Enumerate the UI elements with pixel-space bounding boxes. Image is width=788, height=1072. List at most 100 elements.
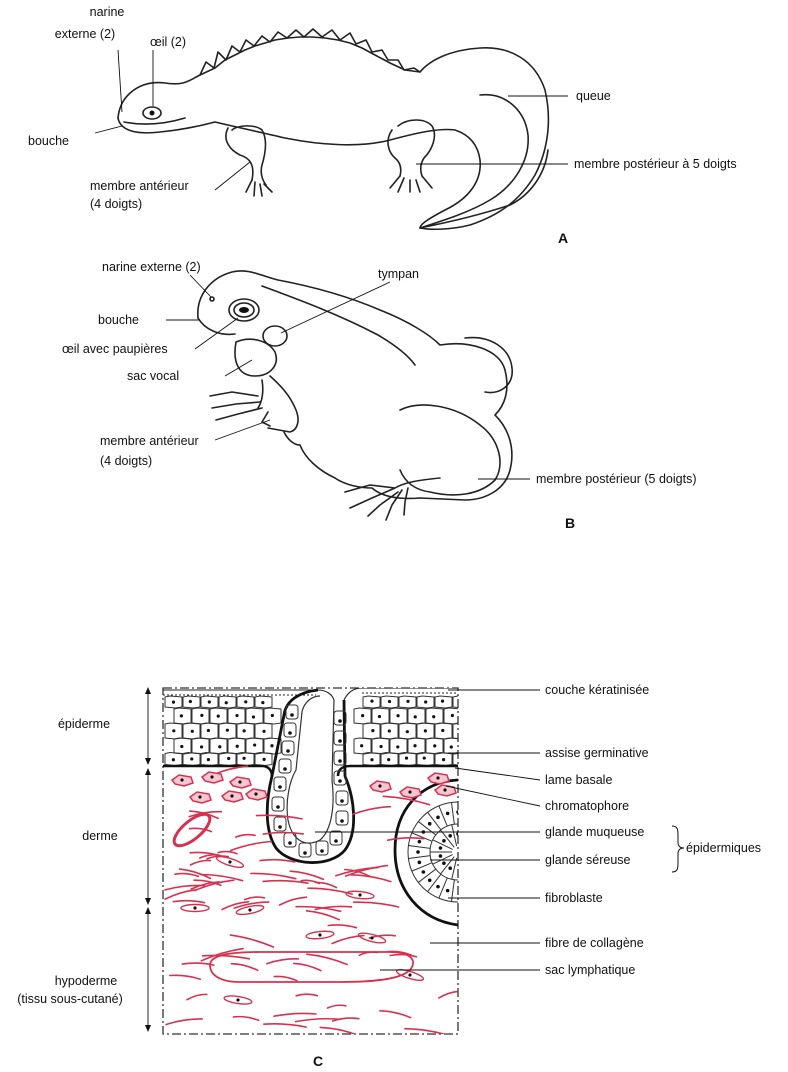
cell-nucleus (190, 757, 193, 760)
label-a-bouche: bouche (28, 134, 69, 148)
label-a-ant-1: membre antérieur (90, 179, 189, 193)
collagen-fiber (351, 875, 391, 882)
mucous-cell (274, 777, 286, 791)
mucous-cell (316, 841, 328, 855)
fibroblast (306, 930, 335, 940)
leader-c-chromato (446, 786, 540, 806)
cell-nucleus (236, 745, 239, 748)
panel-b-frog: narine externe (2) tympan bouche œil ave… (62, 260, 696, 531)
collagen-fiber (294, 963, 321, 970)
cell-nucleus (270, 744, 273, 747)
collagen-fiber (234, 1017, 259, 1021)
label-a-post: membre postérieur à 5 doigts (574, 157, 737, 171)
serous-cell-wall (412, 833, 432, 841)
newt-pupil (150, 111, 155, 116)
mucous-cell (336, 791, 348, 805)
collagen-fiber (165, 890, 195, 899)
label-c-epiderme: épiderme (58, 717, 110, 731)
mucous-gland-wall (267, 690, 353, 863)
collagen-fiber (173, 901, 204, 903)
keratin-layer-inner (163, 693, 458, 695)
cell-nucleus (172, 729, 175, 732)
cell-nucleus (428, 878, 432, 882)
cell-nucleus (252, 715, 255, 718)
label-a-narine-2: externe (2) (55, 27, 115, 41)
cell-nucleus (396, 745, 399, 748)
label-a-queue: queue (576, 89, 611, 103)
mucous-cell (299, 843, 311, 857)
panel-a-newt: narine externe (2) œil (2) bouche queue … (28, 5, 737, 246)
cell-nucleus (338, 759, 342, 763)
cell-nucleus (387, 758, 390, 761)
leader-c-lame (455, 768, 540, 780)
frog-nostril (210, 297, 214, 301)
serous-cell-wall (452, 825, 457, 846)
collagen-fiber (274, 1013, 316, 1016)
cell-nucleus (422, 870, 426, 874)
serous-cell-wall (408, 856, 430, 859)
label-b-sac: sac vocal (127, 369, 179, 383)
cell-nucleus (254, 792, 257, 795)
label-c-fibro: fibroblaste (545, 891, 603, 905)
panel-c-skin-section: épiderme derme hypoderme (tissu sous-cut… (17, 683, 761, 1069)
cell-nucleus (443, 788, 446, 791)
cell-nucleus (433, 744, 436, 747)
cell-nucleus (208, 700, 211, 703)
cell-nucleus (263, 758, 266, 761)
cell-nucleus (200, 745, 203, 748)
collagen-fiber (380, 1011, 411, 1018)
cell-nucleus (193, 906, 196, 909)
mucous-cell (284, 723, 296, 737)
newt-hind-limb (388, 120, 434, 176)
cell-nucleus (225, 701, 228, 704)
cell-nucleus (456, 810, 460, 814)
label-c-epidermiques: épidermiques (686, 841, 761, 855)
collagen-fiber (280, 897, 307, 905)
newt-crest (200, 29, 420, 75)
leader-b-ant (215, 420, 270, 440)
cell-nucleus (360, 744, 363, 747)
cell-nucleus (442, 758, 445, 761)
cell-nucleus (408, 790, 411, 793)
tissue-content (163, 688, 508, 1035)
frog-pupil (239, 307, 249, 313)
label-a-narine-1: narine (90, 5, 125, 19)
collagen-fiber (388, 838, 424, 840)
newt-belly-outline (118, 118, 480, 228)
collagen-fiber (218, 852, 237, 854)
cell-nucleus (436, 816, 440, 820)
cell-nucleus (226, 729, 229, 732)
collagen-fiber (383, 796, 429, 804)
panel-letter-a: A (558, 230, 568, 246)
collagen-fiber (245, 897, 265, 899)
cell-nucleus (448, 866, 452, 870)
label-c-hypoderme-2: (tissu sous-cutané) (17, 992, 123, 1006)
cell-nucleus (191, 730, 194, 733)
cell-nucleus (442, 861, 446, 865)
collagen-fiber (231, 964, 257, 971)
mucous-cell (279, 759, 291, 773)
label-c-sereuse: glande séreuse (545, 853, 631, 867)
cell-nucleus (378, 715, 381, 718)
label-b-tympan: tympan (378, 267, 419, 281)
cell-nucleus (243, 729, 246, 732)
frog-body-outline (198, 271, 512, 500)
cell-nucleus (388, 729, 391, 732)
cell-nucleus (418, 840, 422, 844)
newt-hind-toes (390, 176, 432, 192)
cell-nucleus (283, 767, 287, 771)
serous-cell-wall (412, 863, 432, 871)
label-b-ant-2: (4 doigts) (100, 454, 152, 468)
label-c-lame: lame basale (545, 773, 612, 787)
cell-nucleus (261, 701, 264, 704)
cell-nucleus (358, 893, 362, 897)
cell-nucleus (217, 715, 220, 718)
cell-nucleus (428, 822, 432, 826)
cell-nucleus (405, 756, 408, 759)
panel-c-leader-lines (315, 690, 540, 970)
fibroblast (216, 855, 245, 870)
label-c-keratin: couche kératinisée (545, 683, 649, 697)
mucous-gland-cells (272, 705, 348, 857)
epidermal-cell (453, 723, 470, 739)
cell-nucleus (198, 795, 201, 798)
